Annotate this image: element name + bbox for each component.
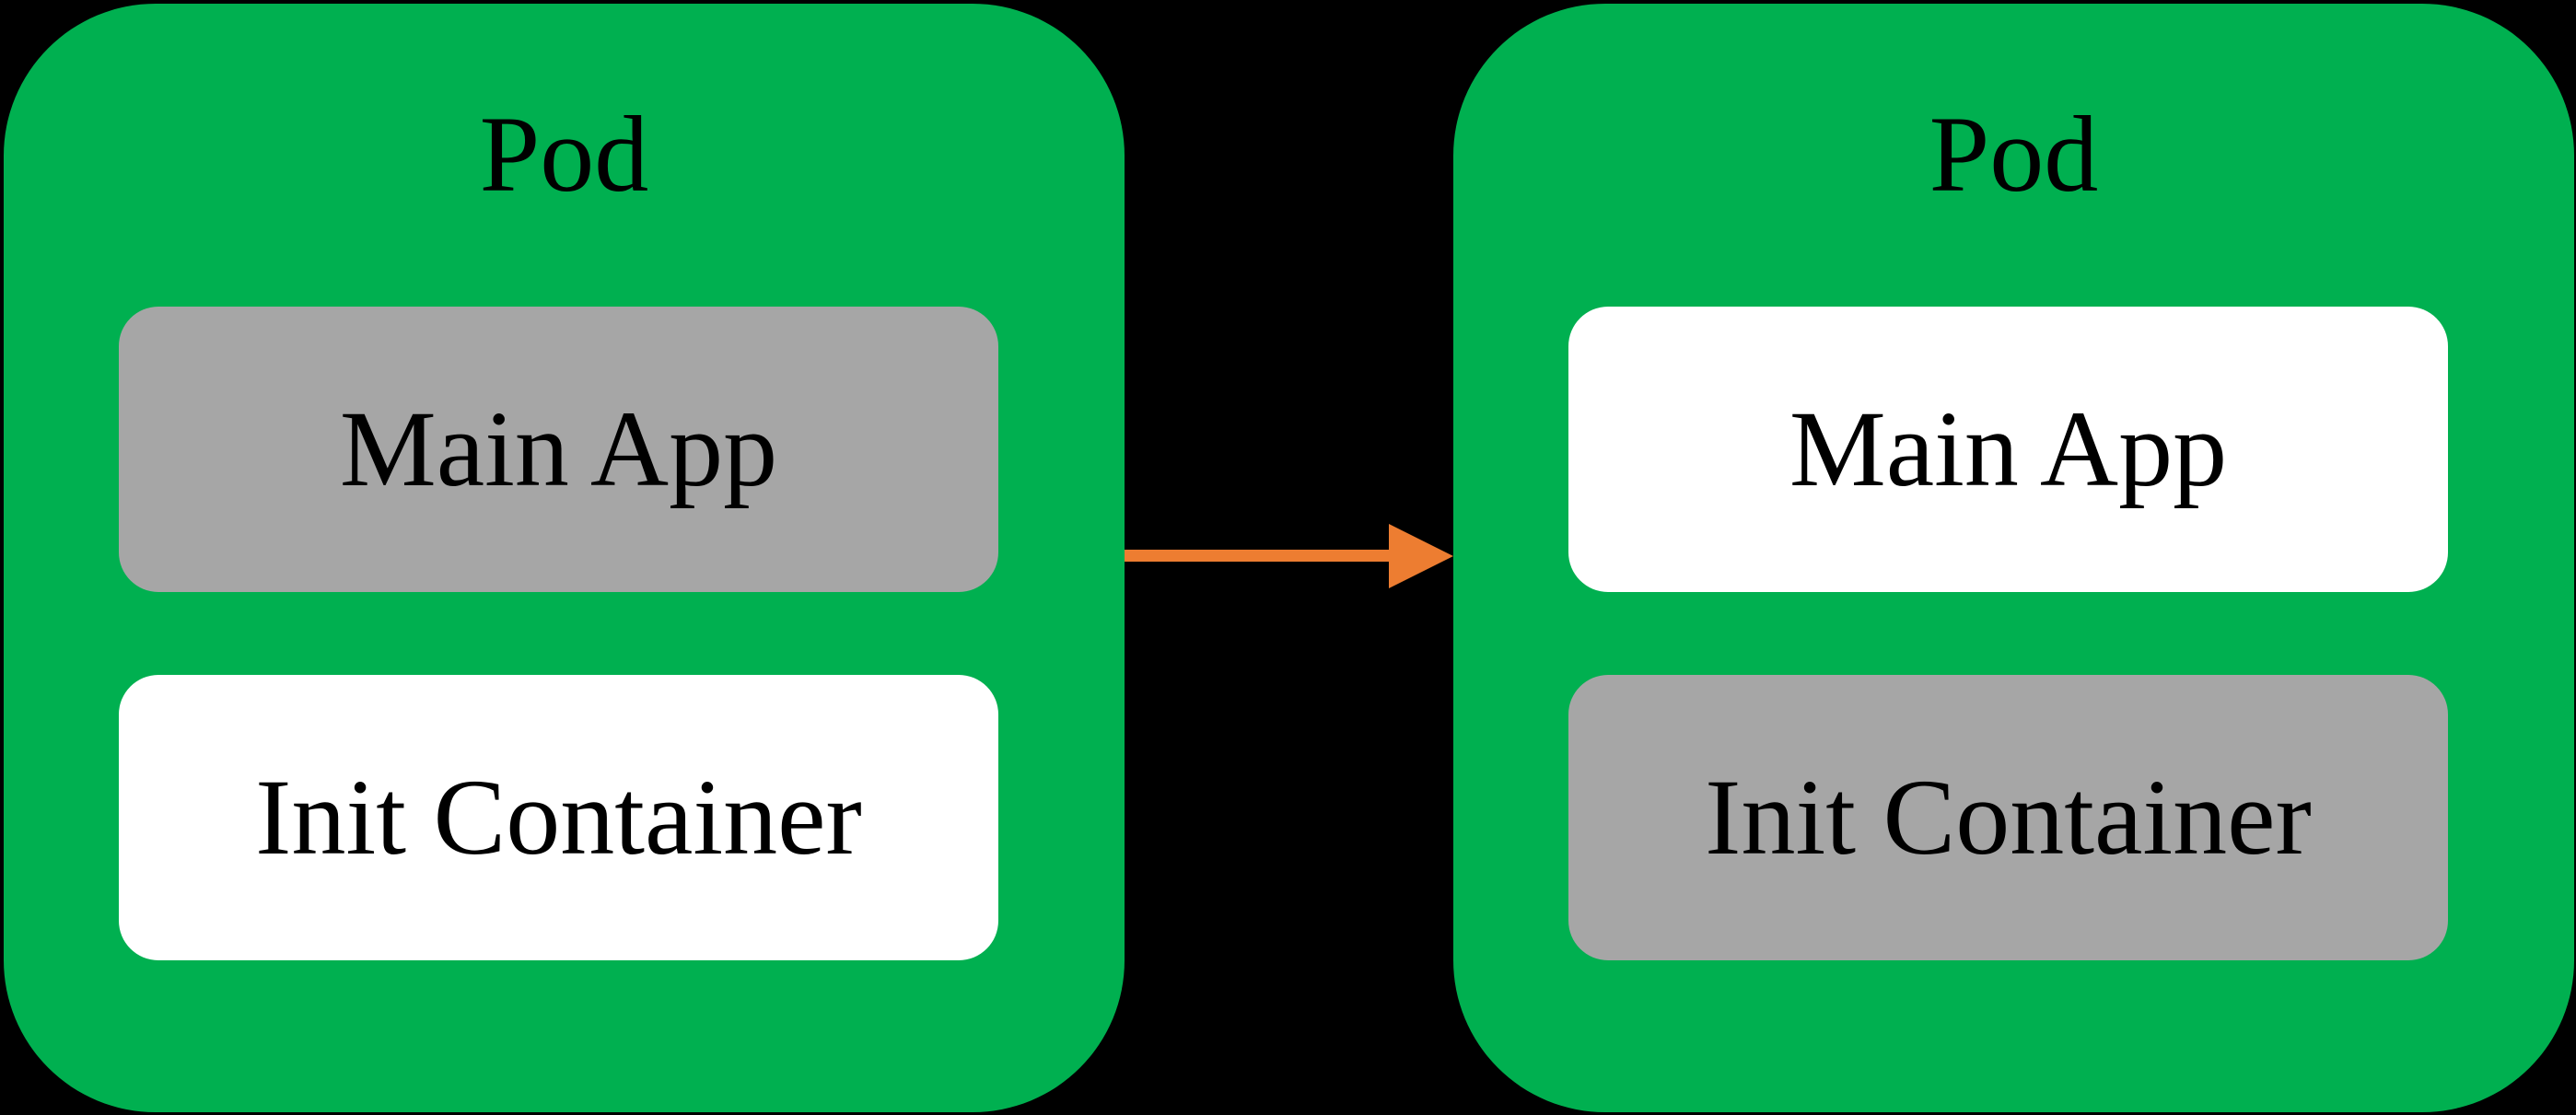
pod-left-title: Pod	[479, 94, 649, 215]
pod-right-init-container-label: Init Container	[1705, 757, 2312, 877]
pod-left-init-container-label: Init Container	[255, 757, 862, 877]
pod-right-main-app-label: Main App	[1789, 389, 2228, 509]
transition-arrow-icon	[1125, 524, 1453, 588]
pod-left-main-app-label: Main App	[339, 389, 778, 509]
pod-right-init-container-box: Init Container	[1568, 675, 2448, 960]
pod-left-main-app-box: Main App	[119, 307, 998, 592]
pod-right: Pod Main App Init Container	[1453, 4, 2574, 1112]
pod-right-main-app-box: Main App	[1568, 307, 2448, 592]
pod-right-title: Pod	[1929, 94, 2099, 215]
pod-left-init-container-box: Init Container	[119, 675, 998, 960]
pod-left: Pod Main App Init Container	[4, 4, 1125, 1112]
